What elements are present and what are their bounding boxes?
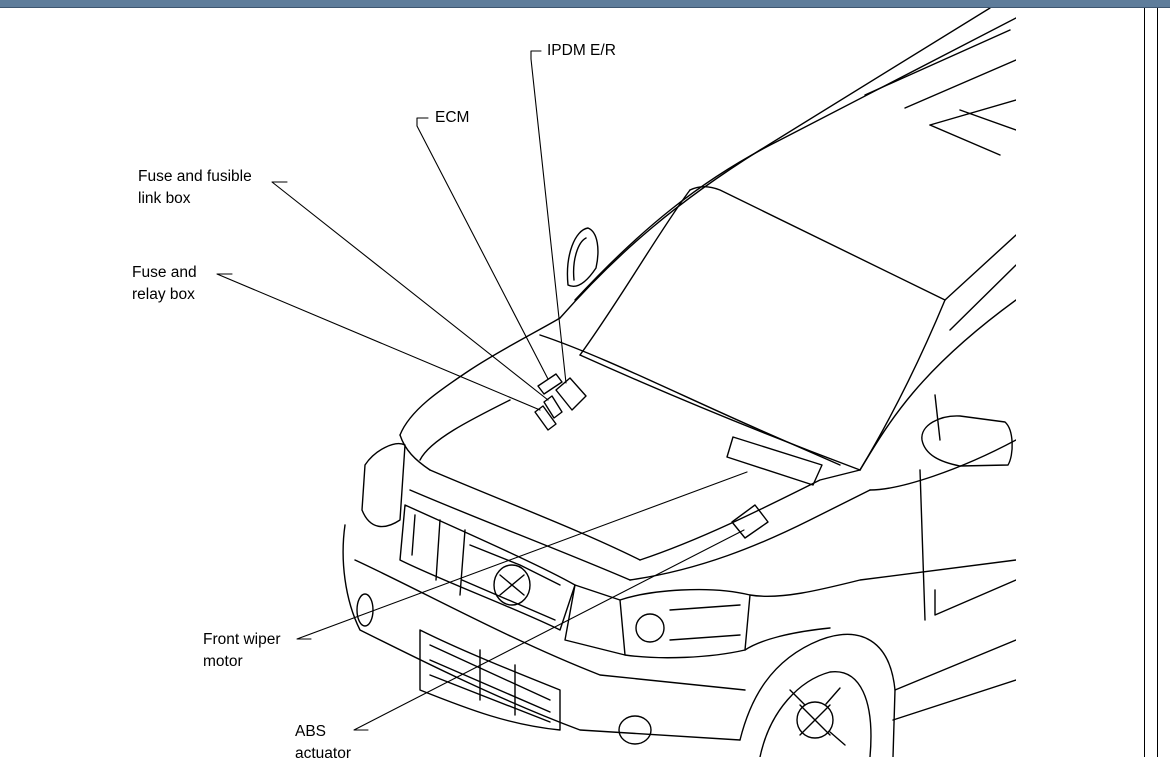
label-wiper-line2: motor: [203, 653, 243, 670]
fuse-relay-marker: [534, 405, 557, 431]
pane-divider: [1144, 8, 1145, 757]
component-markers: [534, 373, 823, 539]
ecm-leader: [416, 117, 549, 380]
label-fuse-fusible-line1: Fuse and fusible: [138, 168, 252, 185]
ipdm-leader: [530, 50, 567, 384]
fuse-fusible-marker: [543, 395, 563, 419]
label-wiper-line1: Front wiper: [203, 631, 281, 648]
wiper-motor-marker: [726, 436, 823, 486]
label-ipdm: IPDM E/R: [547, 42, 616, 59]
label-fuse-relay-line2: relay box: [132, 286, 195, 303]
fuse-relay-leader: [216, 273, 541, 411]
leader-lines: [216, 50, 748, 731]
ecm-marker: [537, 373, 563, 395]
vertical-scrollbar[interactable]: [1157, 8, 1170, 757]
abs-leader: [353, 529, 745, 731]
label-fuse-fusible-line2: link box: [138, 190, 191, 207]
wiper-leader: [296, 471, 748, 640]
window-title-bar: [0, 0, 1170, 8]
scrollbar-edge: [1157, 8, 1158, 757]
label-fuse-relay-line1: Fuse and: [132, 264, 197, 281]
label-abs-line1: ABS: [295, 723, 327, 740]
label-abs-line2: actuator: [295, 745, 352, 762]
vehicle-component-location-diagram: [216, 8, 1016, 757]
fuse-fusible-leader: [271, 181, 549, 401]
abs-actuator-marker: [731, 504, 769, 539]
label-ecm: ECM: [435, 109, 470, 126]
vehicle-outline: [342, 8, 1016, 757]
ipdm-marker: [555, 377, 587, 411]
